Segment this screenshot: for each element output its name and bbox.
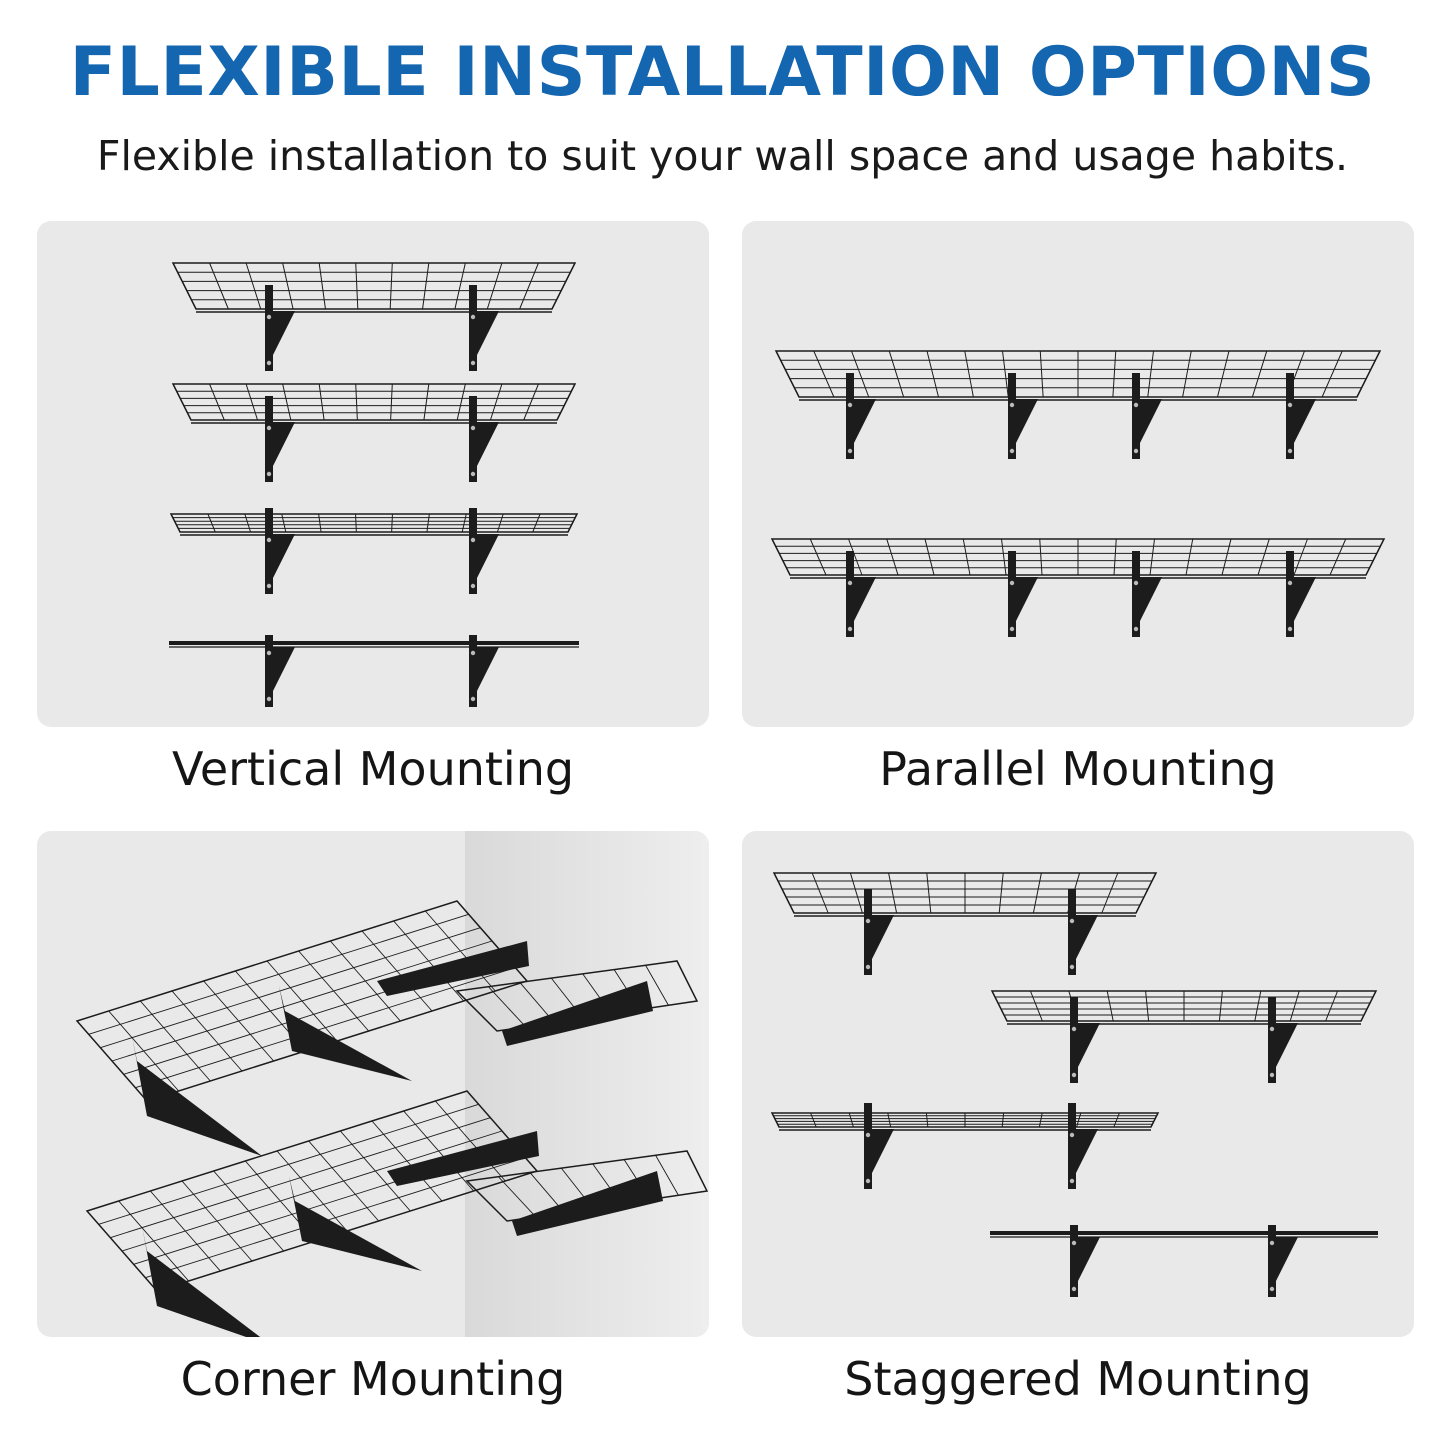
wire-shelf (169, 513, 579, 536)
wire-shelf (770, 1112, 1160, 1131)
shelf-bracket (387, 1131, 539, 1186)
wire-shelf (990, 1231, 1378, 1238)
shelf-bracket (1286, 551, 1316, 637)
vertical-shelves-graphic (169, 262, 579, 707)
shelf-bracket (132, 1036, 262, 1156)
shelf-bracket (1068, 889, 1098, 975)
wire-shelf (990, 990, 1378, 1025)
wire-shelf (169, 641, 579, 648)
shelf-bracket (289, 1176, 422, 1271)
shelf-bracket (469, 285, 499, 371)
parallel-mounting-illustration (742, 221, 1414, 727)
page-subtitle: Flexible installation to suit your wall … (96, 132, 1349, 180)
shelf-bracket (265, 635, 295, 707)
shelf-bracket (1268, 997, 1298, 1083)
shelf-bracket (1070, 1225, 1100, 1297)
shelf-bracket (1068, 1103, 1098, 1189)
corner-wire-shelf (75, 900, 699, 1102)
corner-mounting-illustration (37, 831, 709, 1337)
shelf-bracket (142, 1226, 261, 1337)
vertical-mounting-illustration (37, 221, 709, 727)
page-title: FLEXIBLE INSTALLATION OPTIONS (69, 33, 1376, 112)
parallel-mounting-caption: Parallel Mounting (879, 742, 1277, 796)
shelf-bracket (512, 1171, 663, 1236)
shelf-bracket (265, 508, 295, 594)
shelf-bracket (1132, 373, 1162, 459)
staggered-shelves-graphic (770, 872, 1378, 1297)
corner-wall (465, 831, 709, 1337)
corner-mounting-caption: Corner Mounting (180, 1352, 566, 1406)
shelf-bracket (469, 635, 499, 707)
wire-shelf (171, 383, 577, 424)
shelf-bracket (1070, 997, 1100, 1083)
staggered-mounting-caption: Staggered Mounting (844, 1352, 1312, 1406)
vertical-mounting-caption: Vertical Mounting (171, 742, 575, 796)
shelf-bracket (279, 986, 412, 1081)
staggered-mounting-illustration (742, 831, 1414, 1337)
shelf-bracket (1286, 373, 1316, 459)
wire-shelf (772, 872, 1158, 917)
shelf-bracket (864, 1103, 894, 1189)
shelf-bracket (469, 396, 499, 482)
shelf-bracket (265, 396, 295, 482)
corner-wire-shelf (85, 1090, 709, 1292)
shelf-bracket (1132, 551, 1162, 637)
shelf-bracket (846, 373, 876, 459)
wire-shelf (774, 350, 1382, 401)
wire-shelf (770, 538, 1386, 579)
shelf-bracket (469, 508, 499, 594)
shelf-bracket (502, 981, 653, 1046)
shelf-bracket (846, 551, 876, 637)
shelf-bracket (1008, 551, 1038, 637)
shelf-bracket (864, 889, 894, 975)
shelf-bracket (265, 285, 295, 371)
wire-shelf (171, 262, 577, 313)
corner-shelves-graphic (75, 831, 709, 1337)
parallel-shelves-graphic (770, 350, 1386, 637)
shelf-bracket (1008, 373, 1038, 459)
shelf-bracket (377, 941, 529, 996)
shelf-bracket (1268, 1225, 1298, 1297)
